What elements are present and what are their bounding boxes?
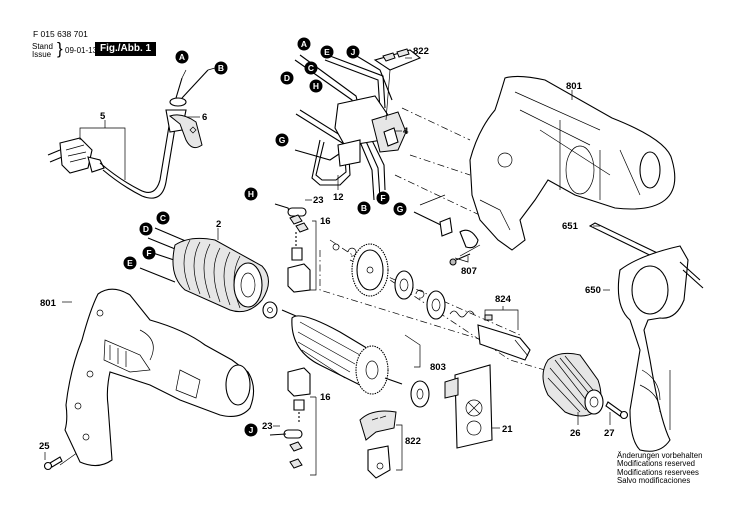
part-label-23-top[interactable]: 23 xyxy=(313,195,324,206)
svg-text:H: H xyxy=(248,189,254,199)
bearing-left xyxy=(262,301,278,319)
connector-A-switch[interactable]: A xyxy=(297,37,311,51)
svg-text:G: G xyxy=(279,135,286,145)
svg-text:C: C xyxy=(308,63,314,73)
connector-J-brush[interactable]: J xyxy=(244,423,258,437)
connector-B-cord[interactable]: B xyxy=(214,61,228,75)
part-label-803[interactable]: 803 xyxy=(430,362,446,373)
svg-text:B: B xyxy=(361,203,367,213)
stand-label: Stand xyxy=(32,42,53,51)
connector-E-switch[interactable]: E xyxy=(320,45,334,59)
modifications-notice: Änderungen vorbehalten Modifications res… xyxy=(617,451,703,485)
part-label-16-bottom[interactable]: 16 xyxy=(320,392,331,403)
part-label-824[interactable]: 824 xyxy=(495,294,512,305)
part-label-650[interactable]: 650 xyxy=(585,285,601,296)
svg-text:F: F xyxy=(146,248,151,258)
svg-text:H: H xyxy=(313,81,319,91)
carbon-brush-lower xyxy=(269,367,311,469)
part-label-801-right[interactable]: 801 xyxy=(566,81,583,92)
part-label-2[interactable]: 2 xyxy=(216,219,221,230)
connector-C-coil[interactable]: C xyxy=(156,211,170,225)
part-label-27[interactable]: 27 xyxy=(604,428,615,439)
auxiliary-handle xyxy=(588,222,704,452)
housing-half-right xyxy=(469,75,676,251)
svg-text:J: J xyxy=(249,425,254,435)
screw-25 xyxy=(43,456,63,471)
keyless-chuck xyxy=(542,352,629,420)
part-label-12[interactable]: 12 xyxy=(333,192,344,203)
switch-clamp-and-screw xyxy=(413,211,479,266)
field-coil xyxy=(139,227,269,313)
part-label-801-left[interactable]: 801 xyxy=(40,298,57,309)
part-number: F 015 638 701 xyxy=(33,29,88,39)
part-label-651[interactable]: 651 xyxy=(562,221,579,232)
switch-assembly xyxy=(294,48,422,201)
notice-line-de: Änderungen vorbehalten xyxy=(617,451,703,460)
part-label-5[interactable]: 5 xyxy=(100,111,106,122)
svg-text:D: D xyxy=(284,73,290,83)
svg-text:E: E xyxy=(324,47,330,57)
notice-line-es: Salvo modificaciones xyxy=(617,475,691,485)
svg-text:D: D xyxy=(143,224,149,234)
part-number-labels[interactable]: 5 6 822 4 12 801 23 16 2 807 651 650 824… xyxy=(39,46,615,452)
part-label-16-top[interactable]: 16 xyxy=(320,216,331,227)
part-label-807[interactable]: 807 xyxy=(461,266,477,277)
brace: } xyxy=(57,39,63,58)
part-label-4[interactable]: 4 xyxy=(403,126,409,137)
reversing-switch xyxy=(359,410,397,479)
connector-B-harness[interactable]: B xyxy=(357,201,371,215)
connector-G-switch[interactable]: G xyxy=(275,133,289,147)
notice-line-en: Modifications reserved xyxy=(617,459,696,469)
svg-text:A: A xyxy=(301,39,307,49)
part-label-23-bottom[interactable]: 23 xyxy=(262,421,273,432)
power-cord xyxy=(47,67,216,199)
leader-lines xyxy=(44,57,611,476)
figure-label: Fig./Abb. 1 xyxy=(95,42,157,56)
svg-text:C: C xyxy=(160,213,166,223)
connector-D-coil[interactable]: D xyxy=(139,222,153,236)
svg-text:B: B xyxy=(218,63,224,73)
svg-text:A: A xyxy=(179,52,185,62)
part-label-822-bottom[interactable]: 822 xyxy=(405,436,421,447)
part-label-822-top[interactable]: 822 xyxy=(413,46,429,57)
connector-C-switch[interactable]: C xyxy=(304,61,318,75)
svg-text:J: J xyxy=(351,47,356,57)
connector-F-coil[interactable]: F xyxy=(142,246,156,260)
svg-text:G: G xyxy=(397,204,404,214)
connector-callouts[interactable]: A B A E J C H D G B F G H C D F E J xyxy=(123,37,407,437)
connector-D-switch[interactable]: D xyxy=(280,71,294,85)
connector-J-switch[interactable]: J xyxy=(346,45,360,59)
issue-date: 09-01-13 xyxy=(65,46,98,55)
gear-and-spindle xyxy=(332,243,531,361)
issue-label: Issue xyxy=(32,50,52,59)
housing-half-left xyxy=(64,288,255,467)
connector-E-coil[interactable]: E xyxy=(123,256,137,270)
connector-A-cord[interactable]: A xyxy=(175,50,189,64)
connector-H-switch[interactable]: H xyxy=(309,79,323,93)
connector-H-brush[interactable]: H xyxy=(244,187,258,201)
part-label-26[interactable]: 26 xyxy=(570,428,581,439)
svg-text:F: F xyxy=(380,193,385,203)
connector-G-housing[interactable]: G xyxy=(393,202,407,216)
armature xyxy=(281,309,430,408)
connector-F-harness[interactable]: F xyxy=(376,191,390,205)
part-label-21[interactable]: 21 xyxy=(502,424,513,435)
brush-holder-plate xyxy=(444,364,493,449)
part-label-6[interactable]: 6 xyxy=(202,112,207,123)
carbon-brush-upper xyxy=(274,203,311,293)
svg-text:E: E xyxy=(127,258,133,268)
notice-line-fr: Modifications reservees xyxy=(617,467,699,477)
part-label-25[interactable]: 25 xyxy=(39,441,50,452)
